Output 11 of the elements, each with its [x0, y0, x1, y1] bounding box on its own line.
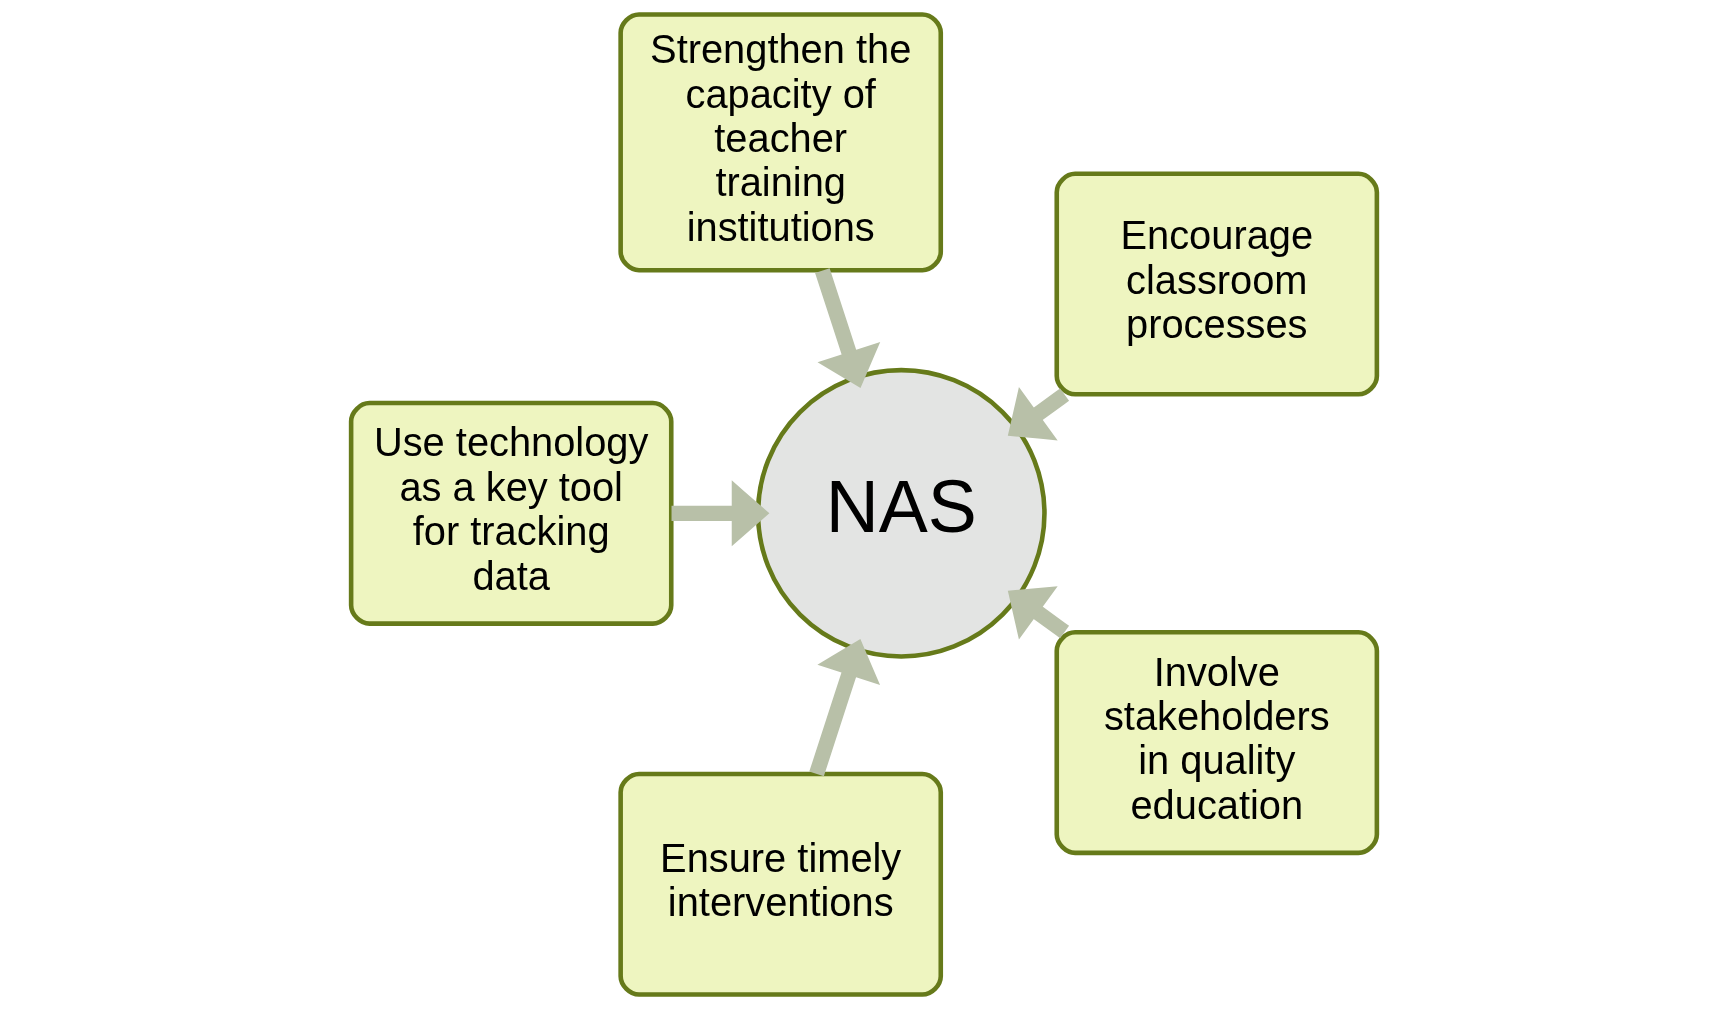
node-box: Involve stakeholders in quality education	[1053, 630, 1379, 856]
arrow	[671, 480, 769, 547]
node-box: Ensure timely interventions	[617, 771, 943, 997]
arrow	[1007, 586, 1069, 640]
node-box: Encourage classroom processes	[1053, 171, 1379, 397]
arrow	[814, 268, 880, 388]
node-box: Use technology as a key tool for tracking data	[348, 400, 674, 626]
node-circle: NAS	[755, 367, 1047, 659]
arrow	[808, 639, 880, 777]
arrow	[1007, 387, 1069, 441]
node-box: Strengthen the capacity of teacher training institutions	[617, 12, 943, 273]
